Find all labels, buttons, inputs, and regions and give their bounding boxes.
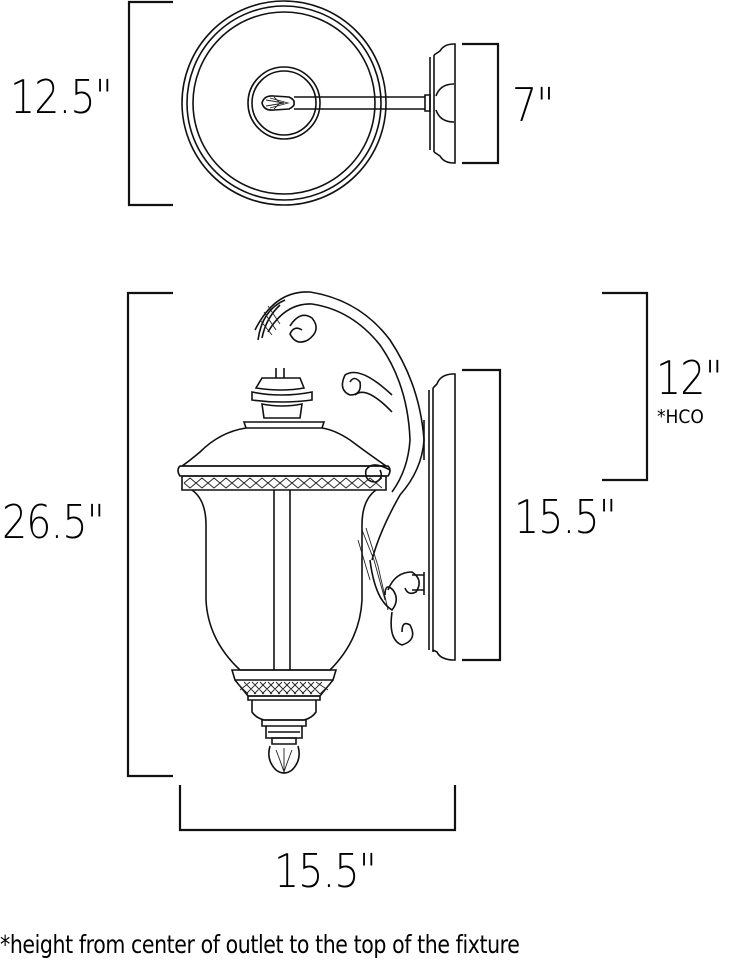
dimension-label-backplate-height: 15.5": [514, 490, 617, 544]
dimension-bracket-width-15-5: [178, 785, 457, 832]
front-view-drawing: [126, 291, 649, 832]
dimension-label-overall-height: 26.5": [2, 495, 105, 549]
dimension-bracket-26-5: [126, 291, 173, 778]
footnote: *height from center of outlet to the top…: [0, 930, 520, 959]
hco-note-label: *HCO: [657, 406, 704, 428]
top-view-drawing: [127, 0, 500, 207]
dimension-bracket-hco-12: [602, 291, 649, 482]
dimension-label-top-depth: 7": [512, 78, 555, 132]
dimension-bracket-7: [462, 42, 500, 165]
dimension-bracket-12-5: [127, 0, 173, 207]
dimension-bracket-backplate-15-5: [462, 368, 502, 662]
dimension-label-top-height: 12.5": [10, 70, 113, 124]
dimension-label-hco: 12": [656, 351, 723, 405]
dimension-label-width: 15.5": [274, 844, 377, 898]
